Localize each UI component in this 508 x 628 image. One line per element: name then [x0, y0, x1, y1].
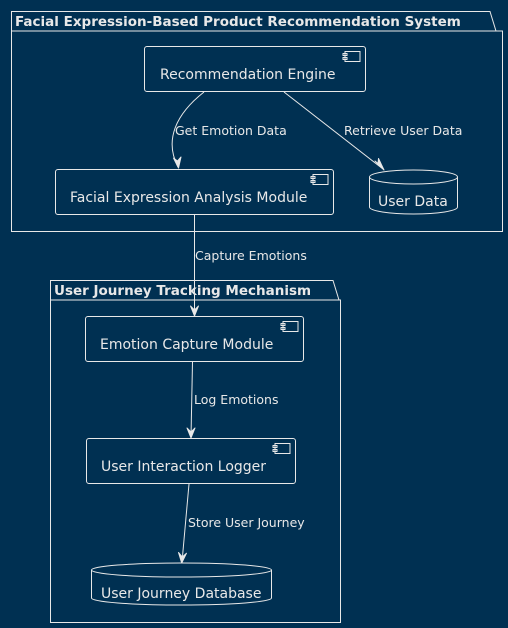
node-label: Facial Expression Analysis Module: [70, 190, 307, 206]
package-frame: [11, 11, 503, 232]
edge-label: Retrieve User Data: [344, 123, 462, 138]
edge-retrieve-user-data: Retrieve User Data: [283, 91, 462, 171]
edge-log-emotions: Log Emotions: [186, 361, 278, 439]
node-facial-analysis[interactable]: Facial Expression Analysis Module: [55, 169, 334, 215]
edge-label: Store User Journey: [188, 515, 305, 530]
node-interaction-logger[interactable]: User Interaction Logger: [86, 438, 296, 484]
package-recommendation-system: Facial Expression-Based Product Recommen…: [11, 11, 503, 232]
database-top: [369, 169, 458, 185]
edge-label: Capture Emotions: [195, 248, 307, 263]
component-icon: [310, 174, 329, 185]
arrow-head: [178, 552, 187, 564]
edge-get-emotion-data: Get Emotion Data: [171, 91, 287, 169]
node-label: Recommendation Engine: [160, 67, 335, 83]
node-label: User Data: [378, 194, 448, 210]
package-title: User Journey Tracking Mechanism: [54, 283, 311, 299]
component-icon: [280, 321, 299, 332]
edge-line: [181, 483, 190, 563]
database-icon: [91, 570, 272, 606]
edge-line: [190, 361, 193, 438]
arrow-head: [374, 158, 385, 171]
arrow-head: [173, 156, 182, 169]
edge-store-user-journey: Store User Journey: [178, 483, 305, 564]
edge-line: [283, 91, 384, 170]
database-top: [91, 562, 272, 578]
node-user-data[interactable]: User Data: [369, 169, 458, 215]
node-label: User Journey Database: [101, 586, 261, 602]
component-icon: [342, 51, 361, 62]
component-box: [144, 46, 366, 92]
node-label: User Interaction Logger: [101, 459, 266, 475]
component-box: [55, 169, 334, 215]
component-icon: [272, 443, 291, 454]
package-frame: [50, 280, 341, 623]
database-icon: [369, 177, 458, 215]
node-emotion-capture[interactable]: Emotion Capture Module: [85, 316, 304, 362]
package-title: Facial Expression-Based Product Recommen…: [15, 14, 461, 30]
arrow-head: [186, 427, 196, 439]
edge-label: Get Emotion Data: [175, 123, 287, 138]
edge-capture-emotions: Capture Emotions: [190, 215, 307, 317]
node-recommendation-engine[interactable]: Recommendation Engine: [144, 46, 366, 92]
arrow-head: [190, 305, 199, 317]
node-journey-db[interactable]: User Journey Database: [91, 562, 272, 606]
node-label: Emotion Capture Module: [100, 337, 273, 353]
edge-label: Log Emotions: [194, 392, 278, 407]
